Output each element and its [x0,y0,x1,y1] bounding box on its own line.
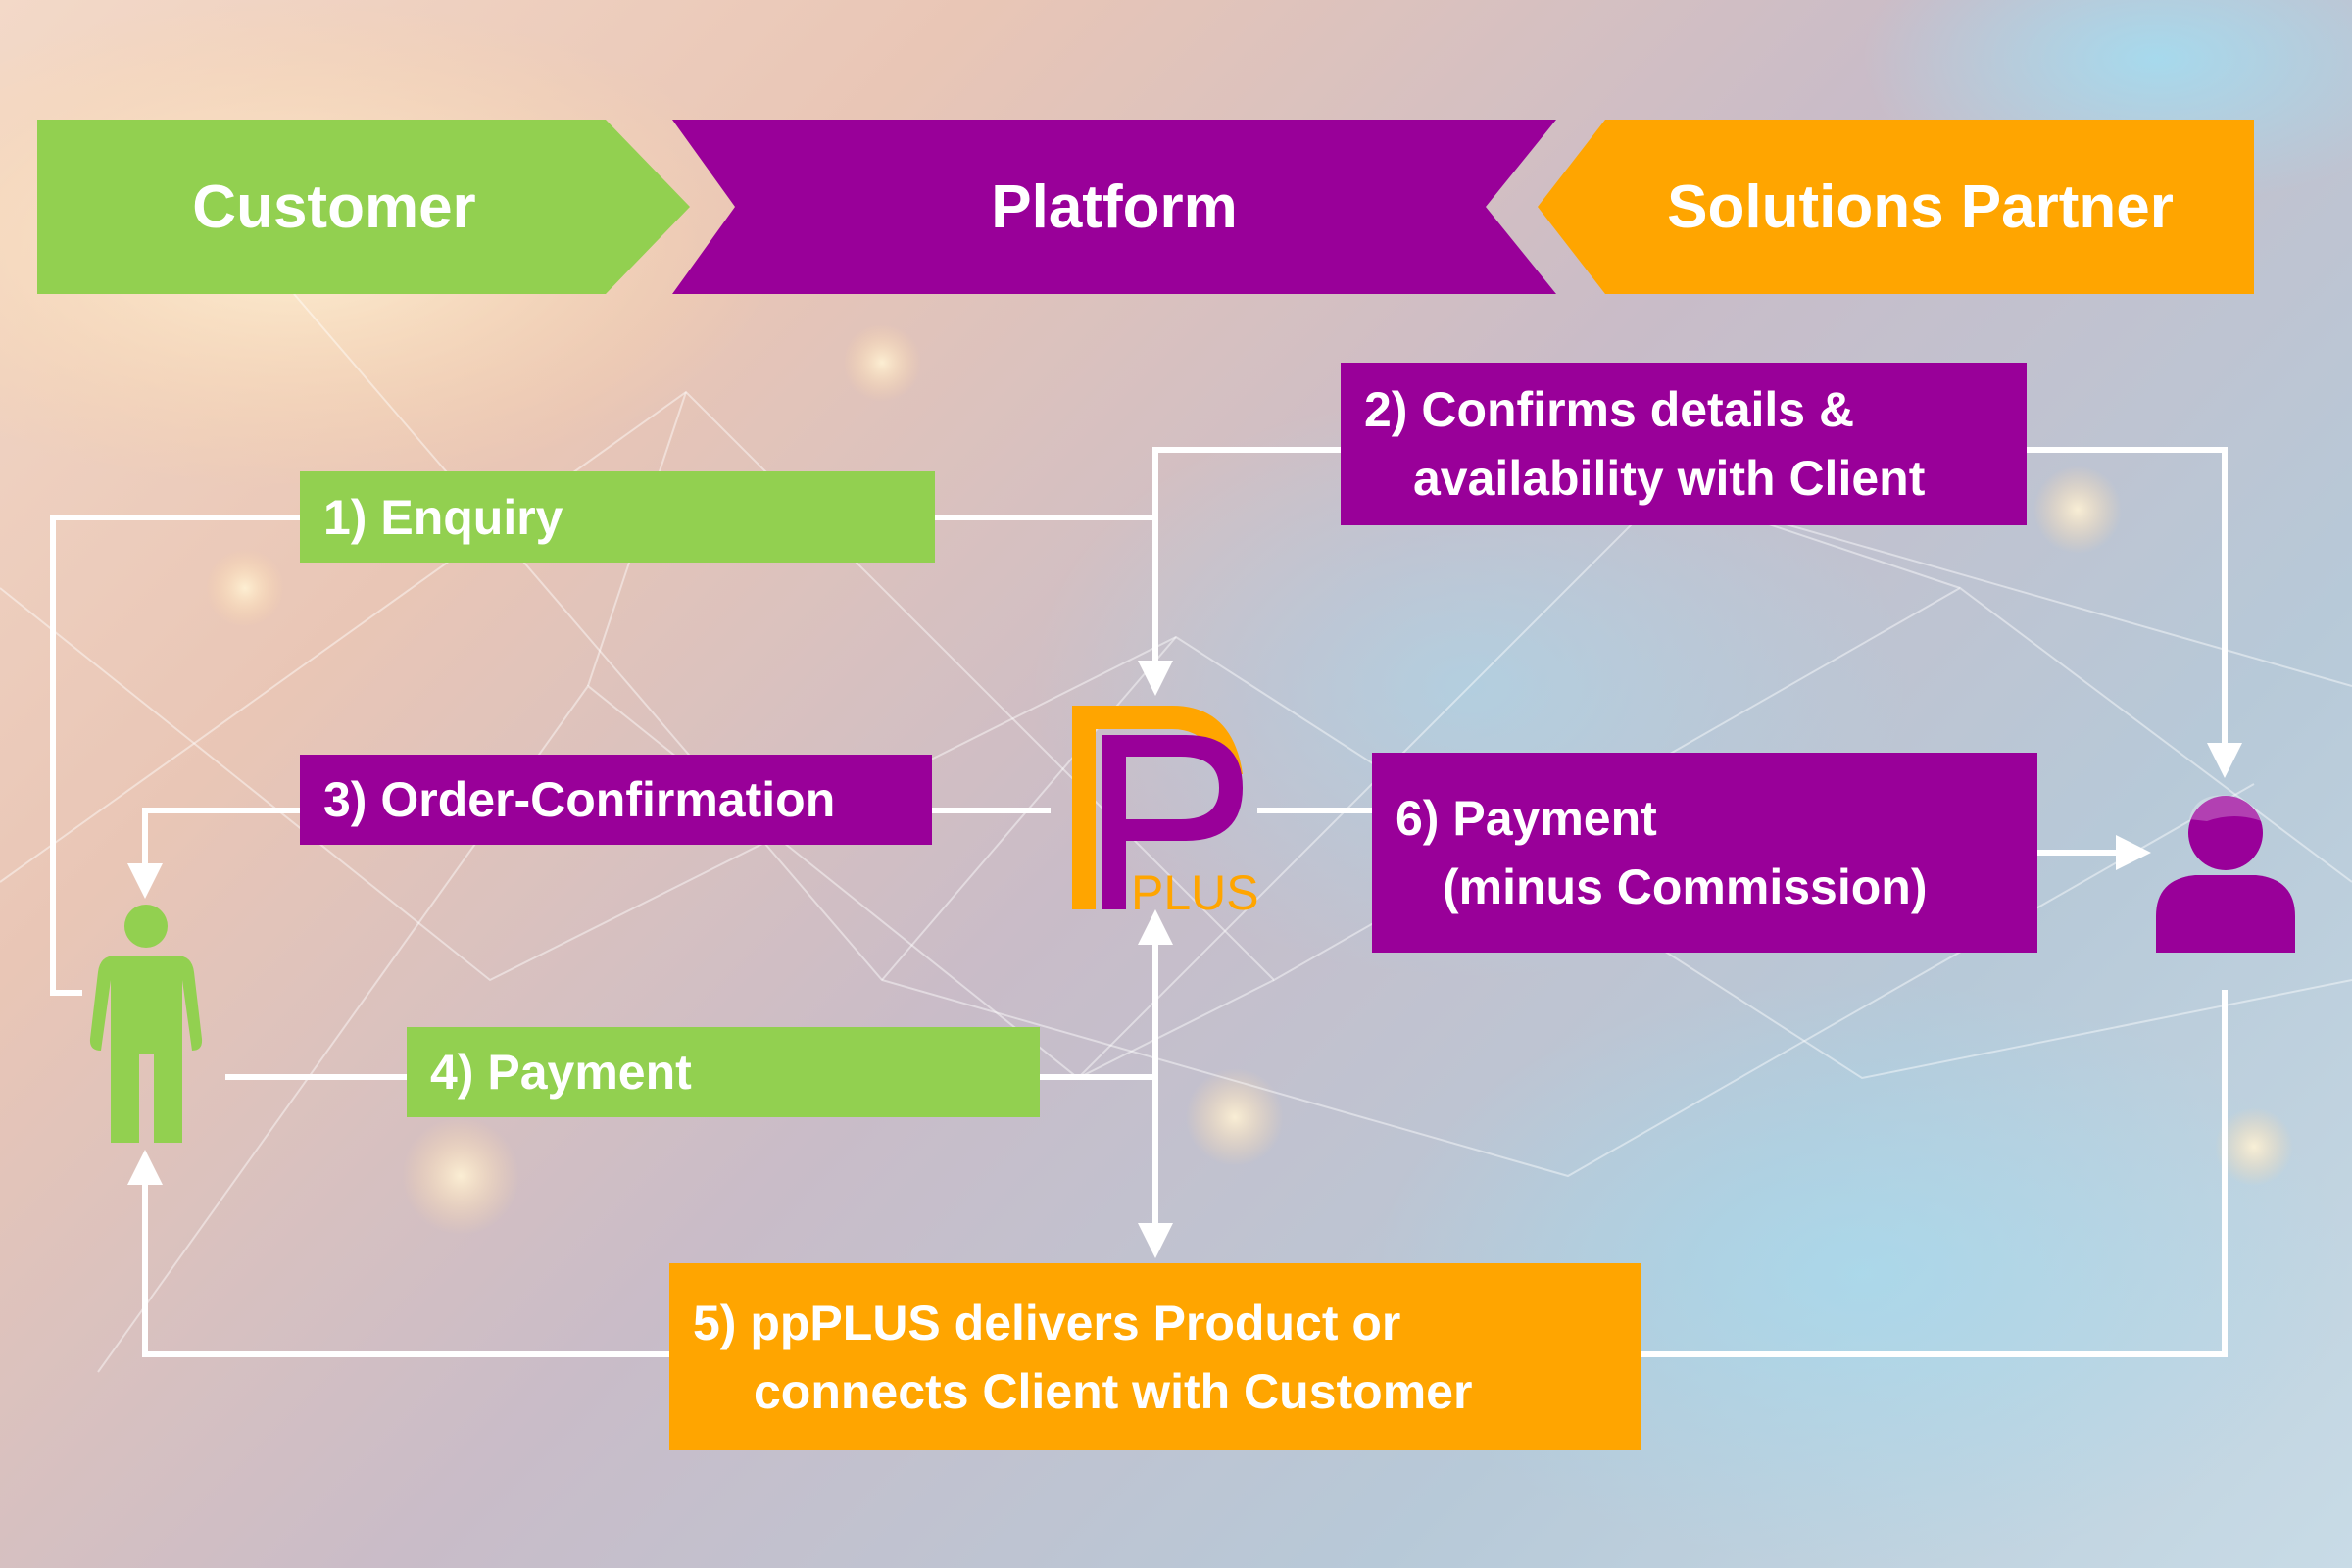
header-customer-label: Customer [192,172,476,241]
step-3-label: 3) Order-Confirmation [323,772,836,827]
step-1-enquiry: 1) Enquiry [300,471,935,563]
logo-plus-text: PLUS [1131,865,1259,920]
step-5-line2: connects Client with Customer [754,1363,1473,1419]
header-partner: Solutions Partner [1538,120,2254,294]
step-6-line2: (minus Commission) [1443,859,1928,914]
step-4-payment: 4) Payment [407,1027,1040,1117]
deliver-connector [127,1150,669,1357]
header-platform-label: Platform [991,172,1238,241]
step-4-label: 4) Payment [430,1045,692,1100]
enquiry-connector [50,514,300,996]
step-5-line1: 5) ppPLUS delivers Product or [693,1295,1401,1350]
customer-person-icon [89,905,203,1143]
step-2-line2: availability with Client [1413,451,1926,506]
partner-person-icon [2156,795,2295,953]
step-2-confirms: 2) Confirms details & availability with … [1341,363,2027,525]
ppplus-logo: PLUS [1072,706,1259,920]
header-platform: Platform [672,120,1556,294]
header-partner-label: Solutions Partner [1667,172,2174,241]
header-customer: Customer [37,120,690,294]
step-5-delivers: 5) ppPLUS delivers Product or connects C… [669,1263,1642,1450]
step-3-order-confirmation: 3) Order-Confirmation [300,755,932,845]
step-6-payment: 6) Payment (minus Commission) [1372,753,2037,953]
confirm-connector [1138,447,1341,696]
step-2-line1: 2) Confirms details & [1364,382,1855,437]
step-6-line1: 6) Payment [1396,791,1657,846]
step-1-label: 1) Enquiry [323,489,564,545]
